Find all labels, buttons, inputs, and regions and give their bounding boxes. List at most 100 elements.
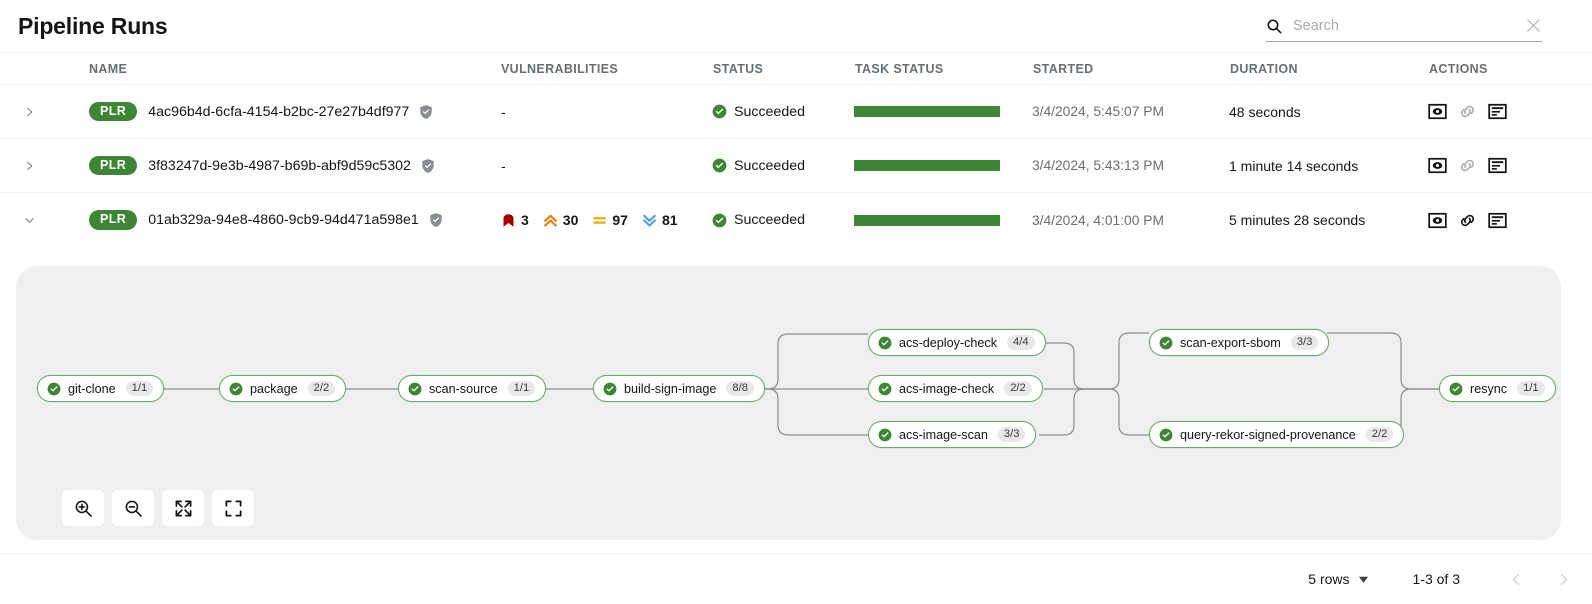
started-timestamp: 3/4/2024, 5:43:13 PM: [1032, 158, 1164, 173]
node-task-count: 3/3: [1290, 334, 1319, 351]
row-started-cell: 3/4/2024, 5:43:13 PM: [1032, 158, 1229, 173]
row-actions-cell: [1426, 102, 1592, 121]
graph-controls: [62, 490, 254, 526]
node-task-count: 3/3: [997, 426, 1026, 443]
column-header-name: NAME: [89, 61, 128, 76]
column-header-actions: ACTIONS: [1429, 61, 1488, 76]
vulnerability-important: 30: [543, 212, 578, 228]
duration-value: 5 minutes 28 seconds: [1229, 212, 1366, 228]
row-status-cell: Succeeded: [712, 104, 854, 120]
table-footer: 5 rows 1-3 of 3: [0, 553, 1592, 604]
zoom-in-button[interactable]: [62, 490, 104, 526]
page-title: Pipeline Runs: [18, 12, 168, 39]
graph-node-package[interactable]: package 2/2: [219, 375, 347, 402]
column-header-status: STATUS: [713, 61, 764, 76]
vulnerability-count: 3: [521, 212, 529, 228]
logs-icon[interactable]: [1488, 211, 1507, 230]
row-vulnerabilities-cell: -: [500, 104, 712, 120]
row-status-cell: Succeeded: [712, 158, 854, 174]
row-vulnerabilities-cell: -: [500, 158, 712, 174]
fullscreen-icon: [224, 499, 242, 517]
column-header-started: STARTED: [1033, 61, 1094, 76]
node-label: resync: [1470, 381, 1508, 396]
shield-check-icon: [420, 104, 433, 119]
link-icon[interactable]: [1458, 211, 1477, 230]
chevron-right-icon[interactable]: [1557, 572, 1570, 587]
logs-icon[interactable]: [1488, 156, 1507, 175]
page-header: Pipeline Runs: [0, 0, 1592, 52]
row-collapse-toggle[interactable]: [0, 211, 58, 229]
graph-node-acs-deploy-check[interactable]: acs-deploy-check 4/4: [868, 329, 1046, 356]
row-started-cell: 3/4/2024, 4:01:00 PM: [1032, 213, 1229, 228]
severity-moderate-icon: [593, 216, 607, 224]
node-task-count: 2/2: [307, 380, 336, 397]
graph-node-scan-source[interactable]: scan-source 1/1: [398, 375, 547, 402]
search-box[interactable]: [1266, 11, 1542, 42]
vulnerability-low: 81: [642, 212, 678, 228]
node-label: acs-deploy-check: [899, 335, 997, 350]
node-label: acs-image-check: [899, 381, 995, 396]
logs-icon[interactable]: [1488, 102, 1507, 121]
task-progress-bar: [854, 106, 1000, 117]
table-row[interactable]: PLR 3f83247d-9e3b-4987-b69b-abf9d59c5302…: [0, 139, 1592, 193]
pipeline-graph-panel[interactable]: git-clone 1/1 package 2/2 scan-source 1/…: [16, 266, 1561, 540]
node-task-count: 8/8: [726, 380, 754, 397]
vulnerabilities-empty: -: [501, 103, 506, 120]
node-success-icon: [603, 382, 617, 395]
graph-node-build-sign-image[interactable]: build-sign-image 8/8: [593, 375, 765, 402]
fit-view-button[interactable]: [162, 490, 204, 526]
view-output-icon[interactable]: [1428, 156, 1447, 175]
link-icon[interactable]: [1458, 156, 1477, 175]
task-progress-fill: [854, 106, 1000, 117]
view-output-icon[interactable]: [1428, 102, 1447, 121]
run-name[interactable]: 4ac96b4d-6cfa-4154-b2bc-27e27b4df977: [148, 103, 410, 120]
plr-badge: PLR: [89, 155, 138, 176]
column-header-task-status: TASK STATUS: [855, 61, 944, 76]
table-row[interactable]: PLR 4ac96b4d-6cfa-4154-b2bc-27e27b4df977…: [0, 85, 1592, 139]
rows-per-page-select[interactable]: 5 rows: [1308, 571, 1368, 587]
link-icon[interactable]: [1458, 102, 1477, 121]
graph-node-acs-image-scan[interactable]: acs-image-scan 3/3: [868, 421, 1037, 448]
row-task-status-cell: [854, 214, 1032, 226]
node-task-count: 2/2: [1365, 426, 1394, 443]
search-input[interactable]: [1293, 17, 1525, 34]
close-icon[interactable]: [1525, 17, 1542, 34]
pagination-range: 1-3 of 3: [1412, 571, 1460, 587]
table-row[interactable]: PLR 01ab329a-94e8-4860-9cb9-94d471a598e1…: [0, 193, 1592, 247]
task-progress-bar: [854, 214, 1000, 226]
pipeline-runs-table: NAME VULNERABILITIES STATUS TASK STATUS …: [0, 52, 1592, 247]
row-duration-cell: 48 seconds: [1229, 104, 1426, 120]
row-expand-toggle[interactable]: [0, 157, 58, 175]
zoom-in-icon: [75, 500, 92, 517]
graph-node-query-rekor-signed-provenance[interactable]: query-rekor-signed-provenance 2/2: [1149, 421, 1405, 448]
graph-node-git-clone[interactable]: git-clone 1/1: [37, 375, 165, 402]
chevron-right-icon: [26, 161, 32, 170]
run-name[interactable]: 01ab329a-94e8-4860-9cb9-94d471a598e1: [148, 212, 419, 228]
duration-value: 1 minute 14 seconds: [1229, 157, 1359, 174]
row-expand-toggle[interactable]: [0, 103, 58, 121]
severity-critical-icon: [503, 213, 514, 227]
pagination-controls: [1510, 572, 1570, 587]
graph-node-acs-image-check[interactable]: acs-image-check 2/2: [868, 375, 1043, 402]
started-timestamp: 3/4/2024, 5:45:07 PM: [1032, 104, 1164, 119]
view-output-icon[interactable]: [1428, 211, 1447, 230]
chevron-down-icon: [1358, 576, 1368, 583]
row-actions-cell: [1426, 156, 1592, 175]
node-success-icon: [878, 382, 892, 395]
graph-node-resync[interactable]: resync 1/1: [1439, 375, 1556, 402]
node-success-icon: [408, 382, 422, 395]
zoom-out-icon: [125, 500, 142, 517]
zoom-out-button[interactable]: [112, 490, 154, 526]
row-task-status-cell: [854, 160, 1032, 171]
row-duration-cell: 5 minutes 28 seconds: [1229, 212, 1426, 228]
run-name[interactable]: 3f83247d-9e3b-4987-b69b-abf9d59c5302: [148, 157, 411, 174]
graph-node-scan-export-sbom[interactable]: scan-export-sbom 3/3: [1149, 329, 1330, 356]
row-actions-cell: [1426, 211, 1592, 230]
status-success-icon: [712, 158, 727, 173]
reset-view-button[interactable]: [212, 490, 254, 526]
row-vulnerabilities-cell: 3 30 97 81: [500, 212, 712, 228]
chevron-right-icon: [26, 107, 32, 116]
severity-low-icon: [643, 214, 656, 227]
chevron-left-icon[interactable]: [1510, 572, 1523, 587]
chevron-down-icon: [24, 218, 34, 223]
